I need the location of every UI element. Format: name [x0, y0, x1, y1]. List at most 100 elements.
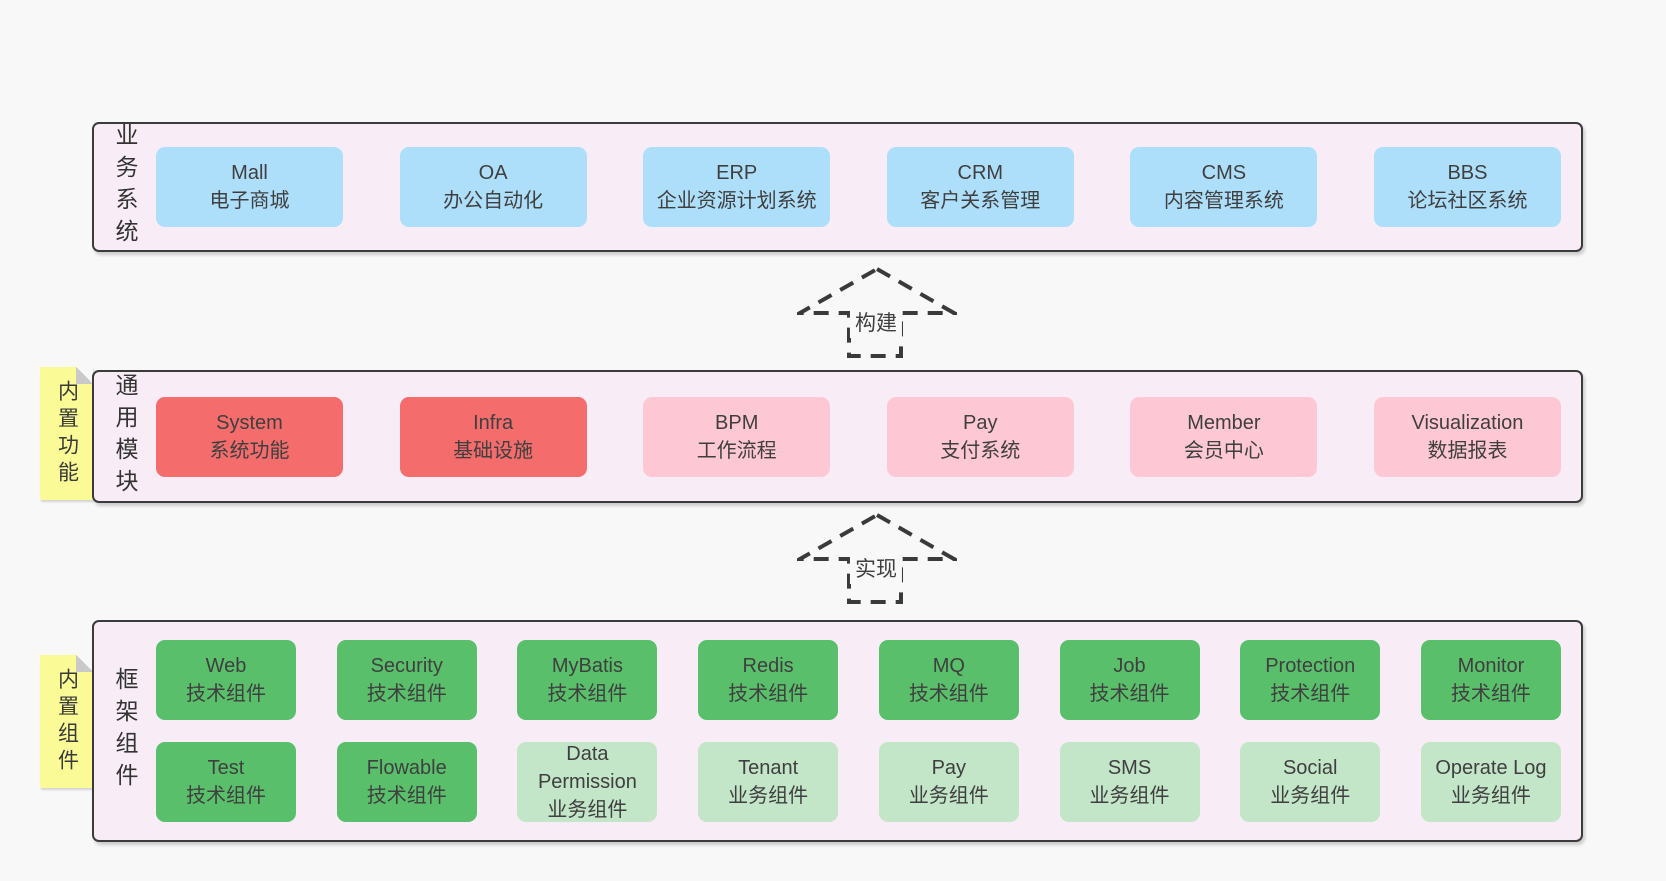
box-name-en: System: [216, 411, 283, 434]
box-flowable: Flowable 技术组件: [336, 742, 477, 822]
section-common-modules: 通用模块 System 系统功能 Infra 基础设施 BPM 工作流程 Pay 支付系统 Me…: [92, 370, 1583, 503]
box-mq: MQ 技术组件: [878, 640, 1019, 720]
box-name-zh: 电子商城: [209, 190, 290, 212]
dashed-up-arrow-icon: [797, 512, 957, 604]
folded-corner-icon: [76, 367, 93, 384]
box-member: Member 会员中心: [1130, 396, 1318, 477]
box-erp: ERP 企业资源计划系统: [643, 147, 831, 227]
box-name-zh: 技术组件: [1089, 683, 1170, 705]
box-name-en: Pay: [931, 757, 967, 779]
box-name-en: MyBatis: [551, 655, 623, 677]
box-cms: CMS 内容管理系统: [1130, 147, 1318, 227]
box-name-zh: 技术组件: [908, 683, 989, 705]
box-monitor: Monitor 技术组件: [1420, 640, 1561, 720]
box-bbs: BBS 论坛社区系统: [1373, 147, 1561, 227]
box-name-en: BBS: [1447, 162, 1488, 184]
box-pay: Pay 业务组件: [878, 742, 1019, 822]
box-name-en: ERP: [716, 162, 758, 184]
box-name-zh: 客户关系管理: [920, 190, 1041, 212]
box-name-zh: 技术组件: [547, 683, 628, 705]
box-name-en: BPM: [715, 411, 759, 434]
section-label-column: 业务系统: [94, 123, 156, 251]
section-label-column: 框架组件: [94, 622, 156, 840]
box-name-zh: 技术组件: [1270, 683, 1351, 705]
box-name-en: CMS: [1201, 162, 1247, 184]
box-name-en: Flowable: [366, 757, 447, 779]
box-mall: Mall 电子商城: [156, 147, 343, 227]
box-name-en: Mall: [231, 162, 268, 184]
box-sms: SMS 业务组件: [1059, 742, 1200, 822]
box-name-zh: 业务组件: [547, 799, 628, 821]
box-name-zh: 系统功能: [209, 439, 290, 462]
box-name-en: Infra: [473, 411, 514, 434]
box-infra: Infra 基础设施: [399, 396, 587, 477]
box-job: Job 技术组件: [1059, 640, 1200, 720]
section-label: 框架组件: [112, 667, 138, 795]
box-name-en: Operate Log: [1435, 757, 1547, 779]
arrow-build: 构建: [797, 266, 957, 360]
box-name-en: Visualization: [1411, 411, 1524, 434]
box-mybatis: MyBatis 技术组件: [517, 640, 658, 720]
box-name-en: Social: [1282, 757, 1338, 779]
box-name-zh: 论坛社区系统: [1407, 190, 1528, 212]
arrow-implement: 实现: [797, 512, 957, 606]
section-label: 业务系统: [112, 123, 138, 251]
section-label-column: 通用模块: [94, 372, 156, 501]
box-name-zh: 业务组件: [1089, 785, 1170, 807]
box-name-zh: 技术组件: [186, 683, 266, 705]
box-pay: Pay 支付系统: [886, 396, 1074, 477]
box-name-en: Protection: [1265, 655, 1356, 677]
box-name-zh: 技术组件: [1450, 683, 1531, 705]
box-name-zh: 会员中心: [1183, 439, 1264, 462]
box-name-en: SMS: [1107, 757, 1152, 779]
box-name-zh: 基础设施: [453, 439, 534, 462]
box-name-zh: 技术组件: [728, 683, 809, 705]
box-name-zh: 企业资源计划系统: [656, 190, 817, 212]
sticky-note-built-in-components: 内置组件: [40, 655, 93, 788]
box-name-en: Monitor: [1457, 655, 1525, 677]
box-operate-log: Operate Log 业务组件: [1420, 742, 1561, 822]
box-system: System 系统功能: [156, 396, 343, 477]
box-name-zh: 工作流程: [696, 439, 777, 462]
box-name-zh: 技术组件: [186, 785, 266, 807]
box-name-en: Member: [1187, 411, 1261, 434]
section-boxes: System 系统功能 Infra 基础设施 BPM 工作流程 Pay 支付系统 Member 会…: [156, 372, 1561, 501]
box-name-zh: 技术组件: [366, 785, 447, 807]
box-name-en: Job: [1113, 655, 1146, 677]
box-name-zh: 支付系统: [940, 439, 1021, 462]
box-row: System 系统功能 Infra 基础设施 BPM 工作流程 Pay 支付系统 Member 会…: [156, 396, 1561, 477]
sticky-note-label: 内置组件: [55, 667, 79, 776]
box-bpm: BPM 工作流程: [643, 396, 831, 477]
box-protection: Protection 技术组件: [1240, 640, 1381, 720]
dashed-up-arrow-icon: [797, 266, 957, 358]
arrow-label: 实现: [849, 552, 902, 584]
arrow-label: 构建: [849, 306, 902, 338]
folded-corner-icon: [76, 655, 93, 672]
box-tenant: Tenant 业务组件: [698, 742, 839, 822]
box-name-zh: 内容管理系统: [1163, 190, 1284, 212]
box-name-en: Pay: [963, 411, 998, 434]
box-name-zh: 办公自动化: [443, 190, 544, 212]
box-name-zh: 业务组件: [1450, 785, 1531, 807]
box-name-en: Test: [207, 757, 245, 779]
box-name-zh: 业务组件: [728, 785, 809, 807]
box-name-zh: 业务组件: [908, 785, 989, 807]
sticky-note-label: 内置功能: [55, 379, 79, 488]
box-name-en: MQ: [932, 655, 965, 677]
box-name-en: Security: [370, 655, 443, 677]
section-label: 通用模块: [112, 372, 138, 501]
box-name-en: Tenant: [738, 757, 799, 779]
